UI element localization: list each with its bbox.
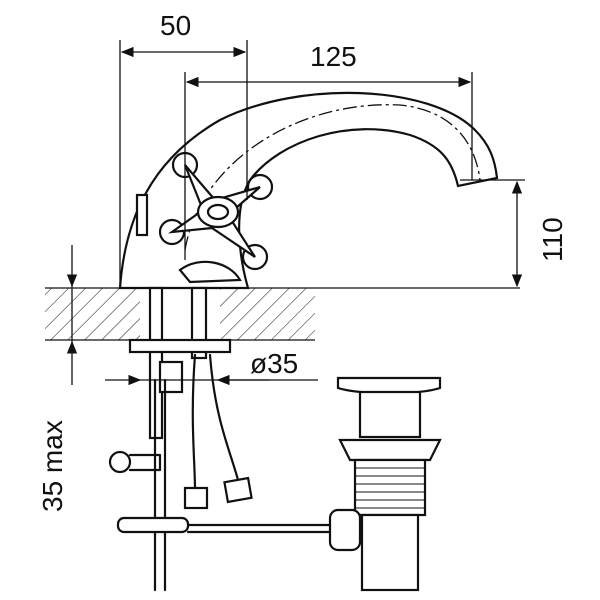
dimension-125 xyxy=(184,72,473,260)
countertop-section xyxy=(45,287,520,341)
dimension-label-110: 110 xyxy=(537,217,568,262)
pop-up-drain xyxy=(328,376,442,592)
dimension-label-125: 125 xyxy=(310,41,357,72)
dimension-label-35-max: 35 max xyxy=(37,420,68,512)
dimension-label-diameter: ø35 xyxy=(250,348,298,379)
faucet-spout xyxy=(118,91,499,290)
dimension-50 xyxy=(119,40,248,285)
cross-handle xyxy=(135,151,274,284)
dimension-110 xyxy=(460,179,525,288)
mounting-hardware xyxy=(108,286,332,592)
dimension-label-50: 50 xyxy=(160,10,191,41)
